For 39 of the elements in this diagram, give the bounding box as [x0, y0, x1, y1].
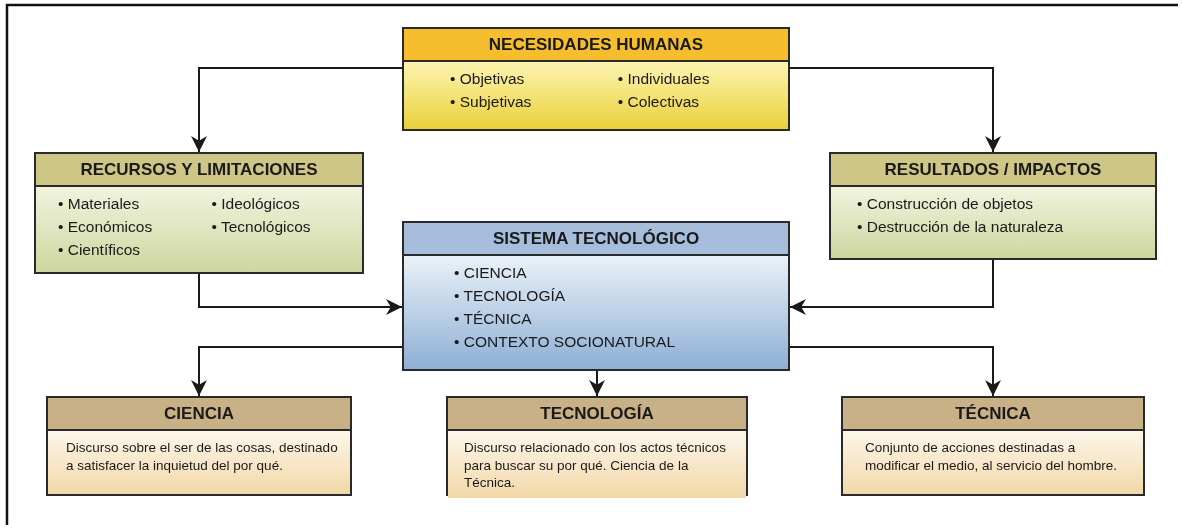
box-heading: RESULTADOS / IMPACTOS	[884, 160, 1102, 179]
arrow	[789, 67, 1001, 153]
list-item: • CIENCIA	[454, 264, 528, 282]
arrow	[589, 370, 605, 397]
list-item: • Individuales	[617, 70, 711, 88]
box-heading: TECNOLOGÍA	[540, 404, 654, 423]
concept-box	[446, 396, 748, 496]
arrow	[191, 67, 403, 153]
concept-box	[402, 27, 790, 131]
description-text: Discurso relacionado con los actos técnicos para buscar su por qué. Ciencia de la Técnica.	[464, 439, 727, 492]
concept-box	[841, 396, 1145, 496]
list-item: • Destrucción de la naturaleza	[857, 218, 1065, 236]
box-heading: RECURSOS Y LIMITACIONES	[80, 160, 318, 179]
box-heading: TÉCNICA	[955, 404, 1031, 423]
arrow	[191, 346, 403, 397]
box-heading: NECESIDADES HUMANAS	[488, 35, 704, 54]
list-item: • Científicos	[58, 241, 142, 259]
list-item: • Colectivas	[617, 93, 701, 111]
concept-box	[402, 221, 790, 371]
arrow	[198, 273, 403, 315]
list-item: • Materiales	[58, 195, 141, 213]
list-item: • Objetivas	[450, 70, 526, 88]
box-heading: CIENCIA	[164, 404, 234, 423]
list-item: • TÉCNICA	[454, 310, 533, 328]
list-item: • Subjetivas	[450, 93, 533, 111]
arrow	[789, 346, 1001, 397]
concept-box	[34, 152, 364, 274]
concept-box	[829, 152, 1157, 260]
concept-box	[46, 396, 352, 496]
list-item: • Económicos	[58, 218, 154, 236]
description-text: Conjunto de acciones destinadas a modificar el medio, al servicio del hombre.	[865, 439, 1119, 475]
arrow	[789, 259, 994, 315]
box-heading: SISTEMA TECNOLÓGICO	[492, 229, 700, 248]
list-item: • Tecnológicos	[211, 218, 312, 236]
list-item: • CONTEXTO SOCIONATURAL	[454, 333, 677, 351]
list-item: • Construcción de objetos	[857, 195, 1035, 213]
list-item: • Ideológicos	[211, 195, 301, 213]
list-item: • TECNOLOGÍA	[454, 287, 567, 305]
description-text: Discurso sobre el ser de las cosas, destinado a satisfacer la inquietud del por qué.	[66, 439, 339, 475]
